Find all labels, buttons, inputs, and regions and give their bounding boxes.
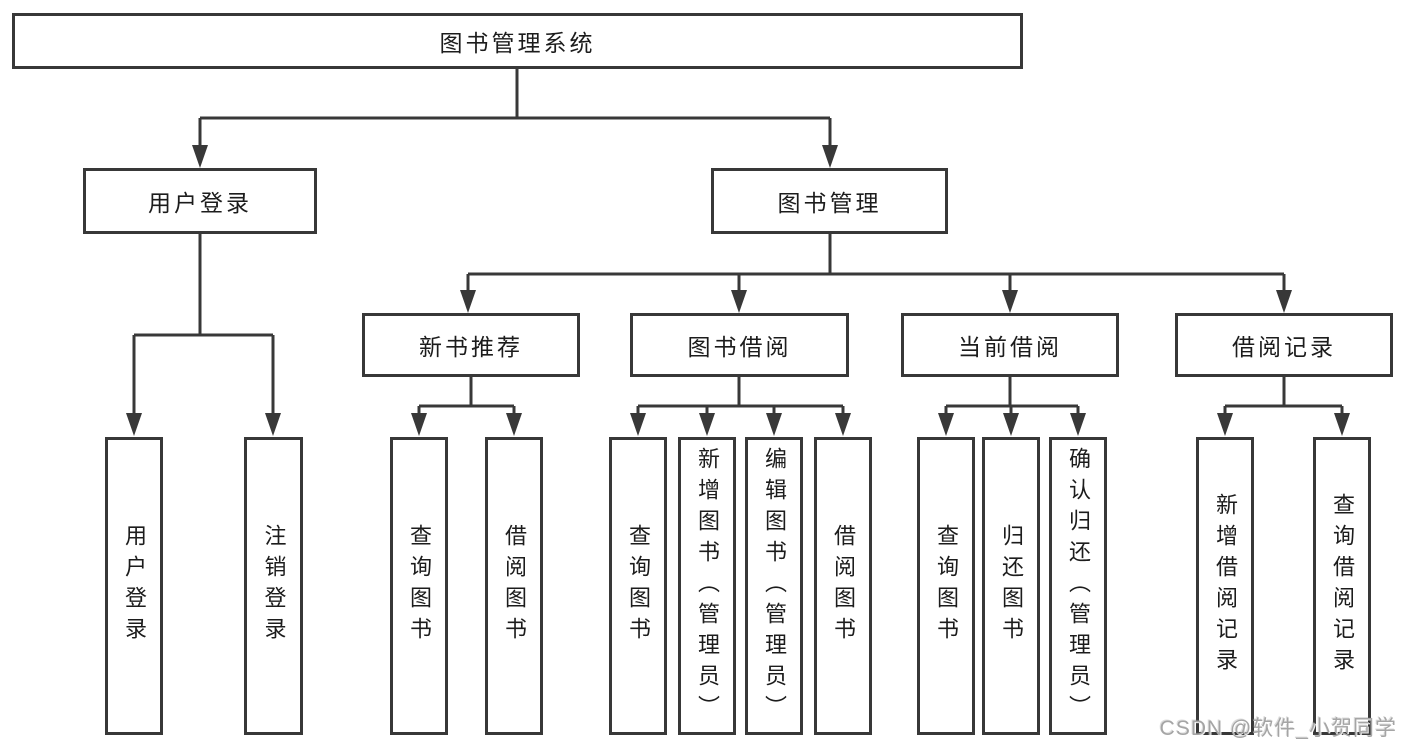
node-current-borrowing: 当前借阅 xyxy=(901,313,1119,377)
leaf-cb-confirm-return-admin-label: 确认归还（管理员） xyxy=(1066,446,1091,726)
node-borrowing-records: 借阅记录 xyxy=(1175,313,1393,377)
node-current-borrowing-label: 当前借阅 xyxy=(958,334,1062,360)
leaf-bb-edit-book-admin: 编辑图书（管理员） xyxy=(745,437,803,735)
node-user-login: 用户登录 xyxy=(83,168,317,234)
node-book-management-label: 图书管理 xyxy=(777,190,882,216)
leaf-nbr-borrow-books: 借阅图书 xyxy=(485,437,543,735)
leaf-rec-add-borrow-record: 新增借阅记录 xyxy=(1196,437,1254,735)
leaf-bb-edit-book-admin-label: 编辑图书（管理员） xyxy=(762,446,787,726)
leaf-nbr-query-books: 查询图书 xyxy=(390,437,448,735)
leaf-bb-borrow-books: 借阅图书 xyxy=(814,437,872,735)
leaf-user-login: 用户登录 xyxy=(105,437,163,735)
leaf-bb-borrow-books-label: 借阅图书 xyxy=(831,524,856,648)
leaf-logout-label: 注销登录 xyxy=(261,524,287,648)
leaf-bb-query-books: 查询图书 xyxy=(609,437,667,735)
leaf-user-login-label: 用户登录 xyxy=(122,524,147,648)
leaf-cb-query-books-label: 查询图书 xyxy=(934,524,959,648)
leaf-cb-confirm-return-admin: 确认归还（管理员） xyxy=(1049,437,1107,735)
node-book-borrowing-label: 图书借阅 xyxy=(687,334,792,360)
arrowheads xyxy=(126,145,1350,436)
node-book-management: 图书管理 xyxy=(711,168,948,234)
leaf-rec-query-borrow-record: 查询借阅记录 xyxy=(1313,437,1371,735)
node-book-borrowing: 图书借阅 xyxy=(630,313,849,377)
node-user-login-label: 用户登录 xyxy=(148,190,252,216)
leaf-bb-add-book-admin-label: 新增图书（管理员） xyxy=(695,446,720,726)
node-root: 图书管理系统 xyxy=(12,13,1023,69)
node-new-book-recommendation: 新书推荐 xyxy=(362,313,580,377)
leaf-logout: 注销登录 xyxy=(244,437,303,735)
leaf-rec-query-borrow-record-label: 查询借阅记录 xyxy=(1330,493,1355,679)
leaf-rec-add-borrow-record-label: 新增借阅记录 xyxy=(1213,493,1238,679)
leaf-bb-add-book-admin: 新增图书（管理员） xyxy=(678,437,736,735)
leaf-cb-return-books-label: 归还图书 xyxy=(999,524,1024,648)
leaf-cb-return-books: 归还图书 xyxy=(982,437,1040,735)
leaf-cb-query-books: 查询图书 xyxy=(917,437,975,735)
leaf-nbr-borrow-books-label: 借阅图书 xyxy=(502,524,527,648)
leaf-bb-query-books-label: 查询图书 xyxy=(626,524,651,648)
node-borrowing-records-label: 借阅记录 xyxy=(1232,334,1336,360)
leaf-nbr-query-books-label: 查询图书 xyxy=(407,524,432,648)
node-root-label: 图书管理系统 xyxy=(439,30,596,56)
node-new-book-recommendation-label: 新书推荐 xyxy=(419,334,523,360)
